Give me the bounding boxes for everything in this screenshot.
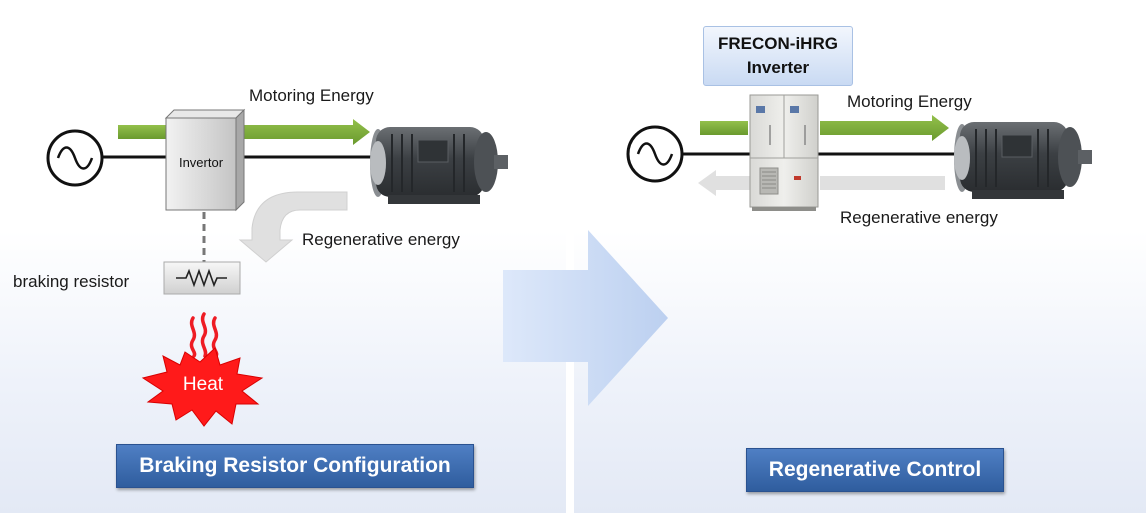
braking-resistor-title-text: Braking Resistor Configuration (139, 454, 451, 477)
resistor-icon (163, 261, 241, 295)
invertor-box (164, 108, 246, 212)
frecon-label-line2: Inverter (746, 58, 810, 77)
frecon-label-line1: FRECON-iHRG (718, 34, 838, 53)
frecon-inverter-label-box: FRECON-iHRG Inverter (703, 26, 853, 86)
braking-resistor-label: braking resistor (13, 272, 130, 291)
regenerative-control-title: Regenerative Control (746, 448, 1004, 492)
transition-arrow-icon (503, 230, 668, 406)
motoring-energy-label-left: Motoring Energy (249, 86, 374, 105)
invertor-label: Invertor (178, 155, 224, 170)
motor-icon-left (370, 127, 508, 204)
regen-arrow-left (238, 191, 348, 263)
heat-label: Heat (182, 374, 224, 395)
ac-source-icon-right (626, 125, 684, 183)
inverter-cabinet-icon (749, 94, 819, 211)
motoring-arrow-right (700, 115, 949, 141)
heat-burst-icon (141, 347, 264, 427)
motoring-arrow-left (118, 119, 370, 145)
ac-source-icon (46, 129, 104, 187)
motor-icon-right (954, 122, 1092, 199)
regenerative-control-title-text: Regenerative Control (768, 458, 982, 481)
left-panel (0, 0, 566, 513)
regen-arrow-right (698, 170, 945, 196)
regenerative-energy-label-right: Regenerative energy (840, 208, 998, 227)
panel-divider (566, 0, 574, 513)
braking-resistor-title: Braking Resistor Configuration (116, 444, 474, 488)
motoring-energy-label-right: Motoring Energy (847, 92, 972, 111)
regenerative-energy-label-left: Regenerative energy (302, 230, 460, 249)
right-panel (574, 0, 1146, 513)
